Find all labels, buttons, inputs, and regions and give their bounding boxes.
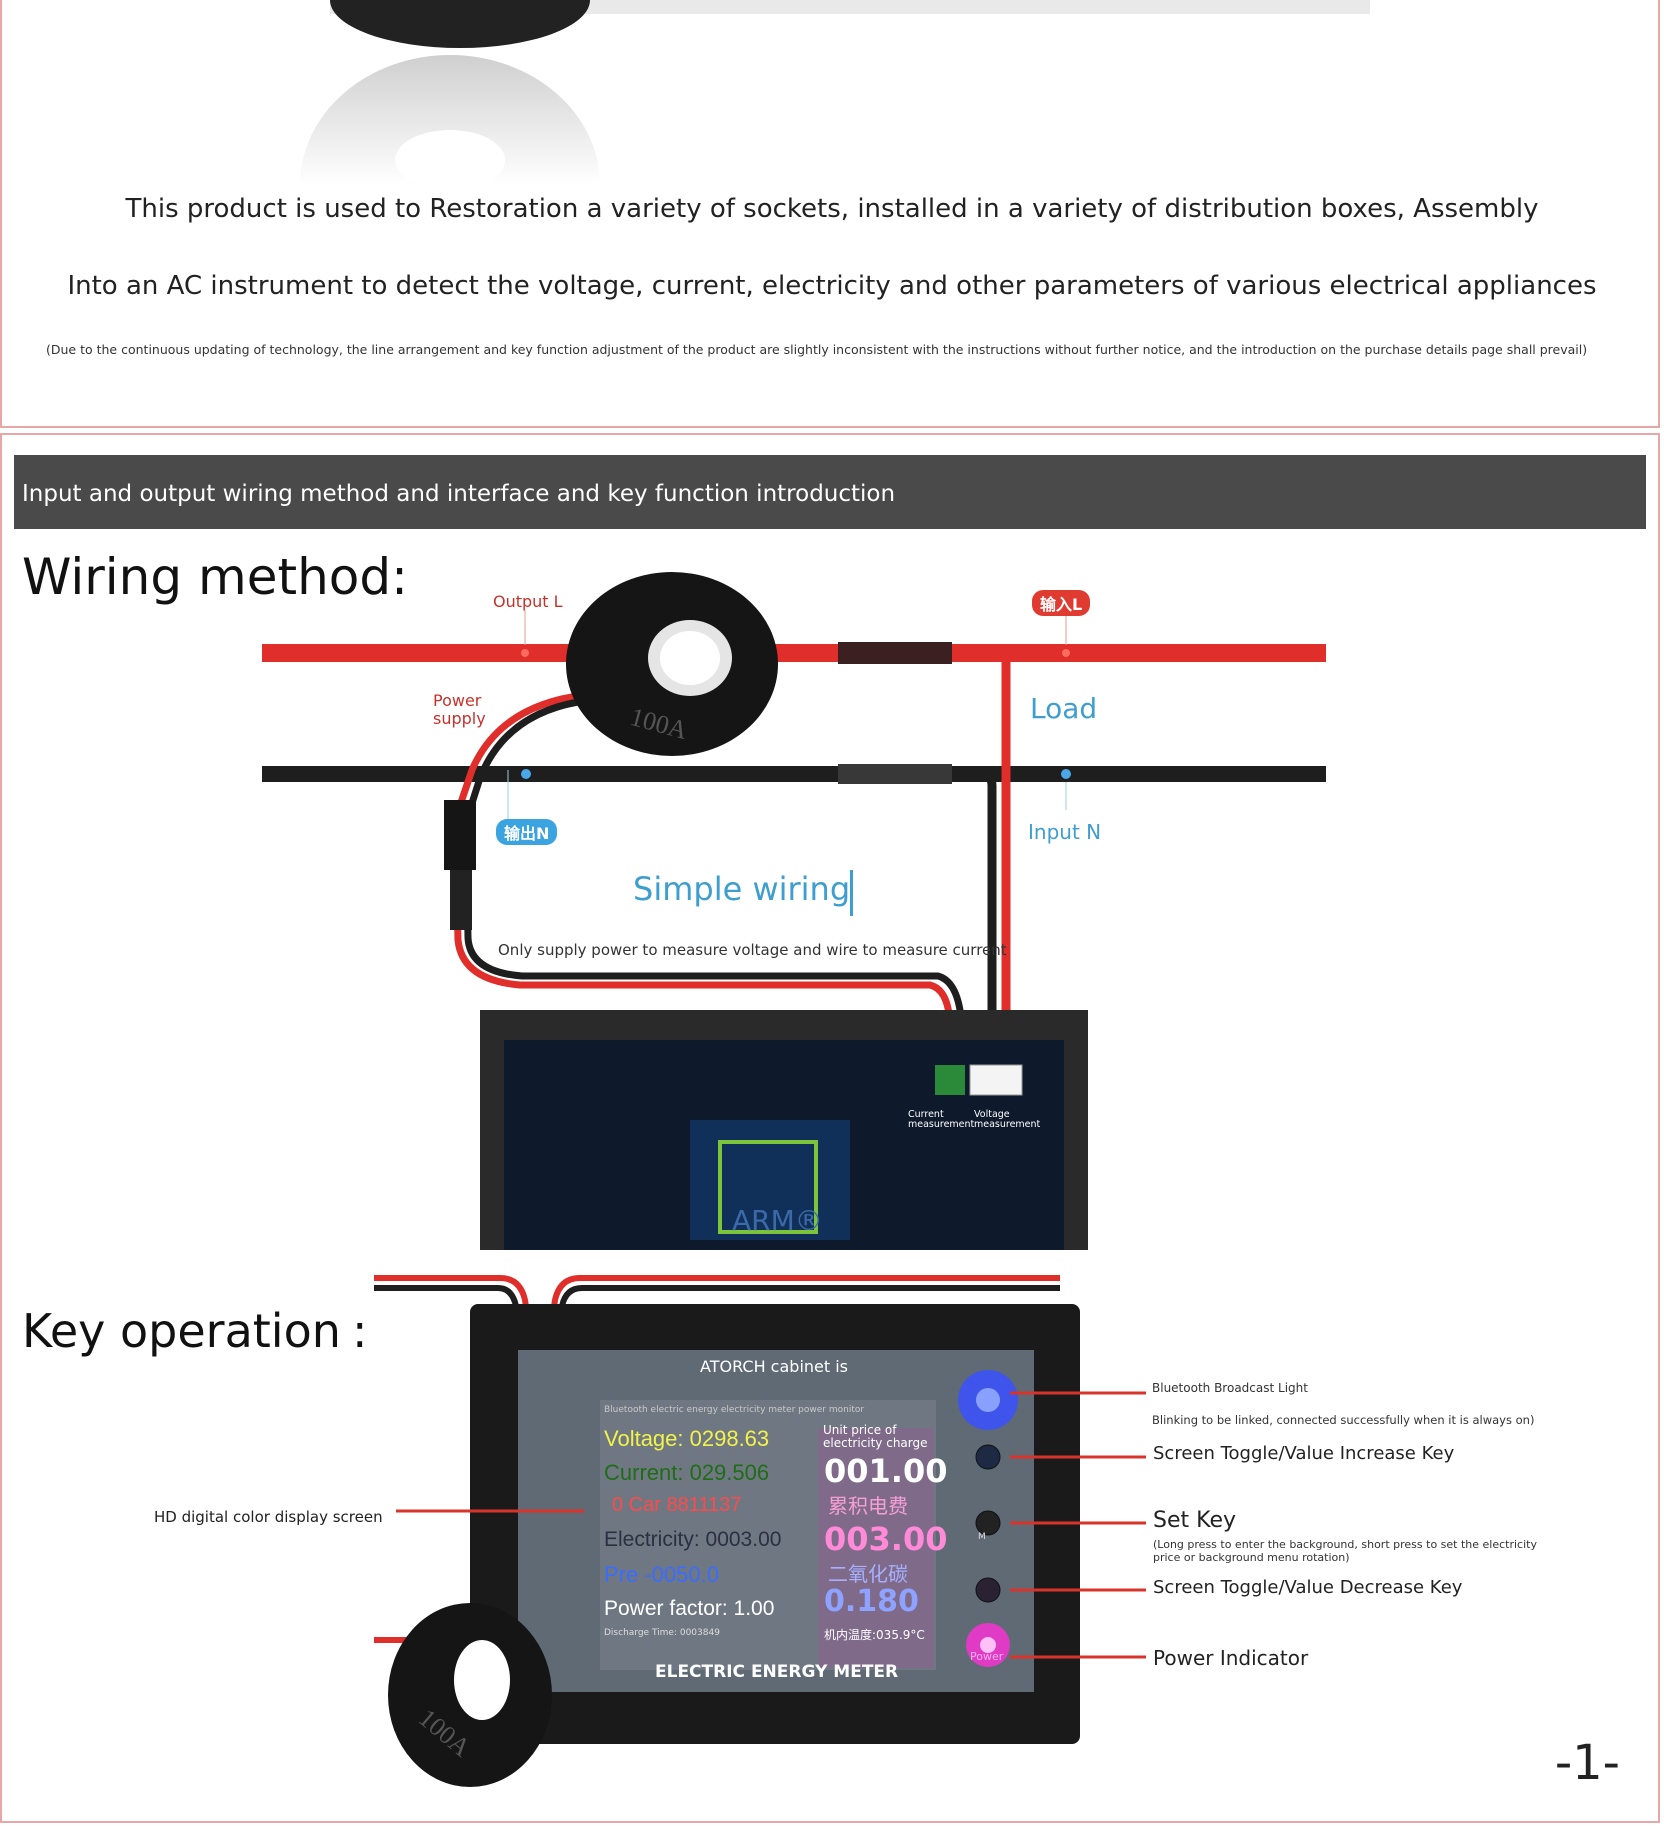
lead-connector xyxy=(444,800,476,870)
meter-pre: Pre -0050.0 xyxy=(604,1562,719,1587)
key-operation-colon: : xyxy=(352,1304,368,1358)
meter-power-label: Power xyxy=(970,1650,1004,1663)
meter-voltage: Voltage: 0298.63 xyxy=(604,1426,770,1451)
set-key[interactable] xyxy=(975,1510,1001,1536)
product-photo-top xyxy=(300,0,1370,185)
arm-chip xyxy=(718,1140,818,1234)
meter-electricity: Electricity: 0003.00 xyxy=(604,1528,782,1551)
output-n-tag: 输出N xyxy=(496,819,558,845)
meter-power-factor: Power factor: 1.00 xyxy=(604,1597,775,1620)
meter-footer: ELECTRIC ENERGY METER xyxy=(655,1662,899,1682)
increase-key[interactable] xyxy=(975,1444,1001,1470)
wiring-heading: Wiring method: xyxy=(22,548,408,606)
intro-note: (Due to the continuous updating of techn… xyxy=(46,342,1588,357)
key-operation-heading: Key operation xyxy=(22,1304,341,1358)
decrease-key[interactable] xyxy=(975,1577,1001,1603)
meter-price-value: 001.00 xyxy=(824,1452,948,1490)
ct-red-lead xyxy=(451,691,954,1070)
ct-black-lead xyxy=(462,698,966,1070)
intro-line-2: Into an AC instrument to detect the volt… xyxy=(67,271,1597,301)
output-l-label: Output L xyxy=(493,592,563,611)
meter-m-label: M xyxy=(978,1532,986,1542)
wiring-diagram: 100A ARM® xyxy=(262,572,1326,1250)
meter-discharge: Discharge Time: 0003849 xyxy=(604,1628,720,1638)
meter-unit-price-label: Unit price of electricity charge xyxy=(823,1423,928,1450)
simple-wiring-bar xyxy=(850,870,853,916)
page-number: -1- xyxy=(1554,1735,1620,1791)
decrease-key-label: Screen Toggle/Value Decrease Key xyxy=(1153,1577,1463,1598)
voltage-terminal xyxy=(969,1064,1023,1096)
intro-line-1: This product is used to Restoration a va… xyxy=(125,194,1539,224)
voltage-measurement-label: Voltage measurement xyxy=(974,1109,1041,1130)
arm-chip-label: ARM® xyxy=(732,1204,823,1237)
set-key-desc: (Long press to enter the background, sho… xyxy=(1153,1538,1537,1564)
simple-wiring-title: Simple wiring xyxy=(633,870,851,908)
load-label: Load xyxy=(1030,692,1098,725)
meter-car: 0 Car 8811137 xyxy=(612,1494,742,1516)
bluetooth-light-label: Bluetooth Broadcast Light xyxy=(1152,1381,1308,1395)
meter-front: 100A xyxy=(374,1275,1146,1787)
meter-current: Current: 029.506 xyxy=(604,1460,770,1485)
input-n-label: Input N xyxy=(1028,820,1102,844)
top-section-frame xyxy=(0,0,1660,428)
meter-subtitle: Bluetooth electric energy electricity me… xyxy=(604,1405,865,1415)
power-indicator-label: Power Indicator xyxy=(1153,1646,1309,1670)
voltage-red-lead xyxy=(952,648,1011,1070)
meter-temp-label: 机内温度:035.9°C xyxy=(824,1628,925,1642)
display-screen-label: HD digital color display screen xyxy=(154,1508,383,1526)
set-key-label: Set Key xyxy=(1153,1508,1237,1533)
increase-key-label: Screen Toggle/Value Increase Key xyxy=(1153,1443,1455,1464)
live-wire-sleeve xyxy=(838,642,952,664)
meter-cum-value: 003.00 xyxy=(824,1520,948,1558)
voltage-black-lead xyxy=(952,769,997,1070)
neutral-wire xyxy=(262,766,1326,782)
bluetooth-light-desc: Blinking to be linked, connected success… xyxy=(1152,1413,1535,1427)
banner-title: Input and output wiring method and inter… xyxy=(22,481,896,507)
live-wire xyxy=(262,644,1326,662)
current-measurement-label: Current measurement xyxy=(908,1109,975,1130)
meter-brand: ATORCH cabinet is xyxy=(700,1357,849,1376)
bottom-section-frame xyxy=(0,433,1660,1823)
simple-wiring-desc: Only supply power to measure voltage and… xyxy=(498,941,1007,959)
input-l-tag: 输入L xyxy=(1032,590,1091,616)
section-banner xyxy=(14,455,1646,529)
meter-co2-label: 二氧化碳 xyxy=(828,1562,908,1586)
power-supply-label: Power supply xyxy=(433,691,486,728)
meter-cum-label: 累积电费 xyxy=(828,1494,908,1518)
meter-co2-value: 0.180 xyxy=(824,1584,919,1619)
neutral-wire-sleeve xyxy=(838,764,952,784)
